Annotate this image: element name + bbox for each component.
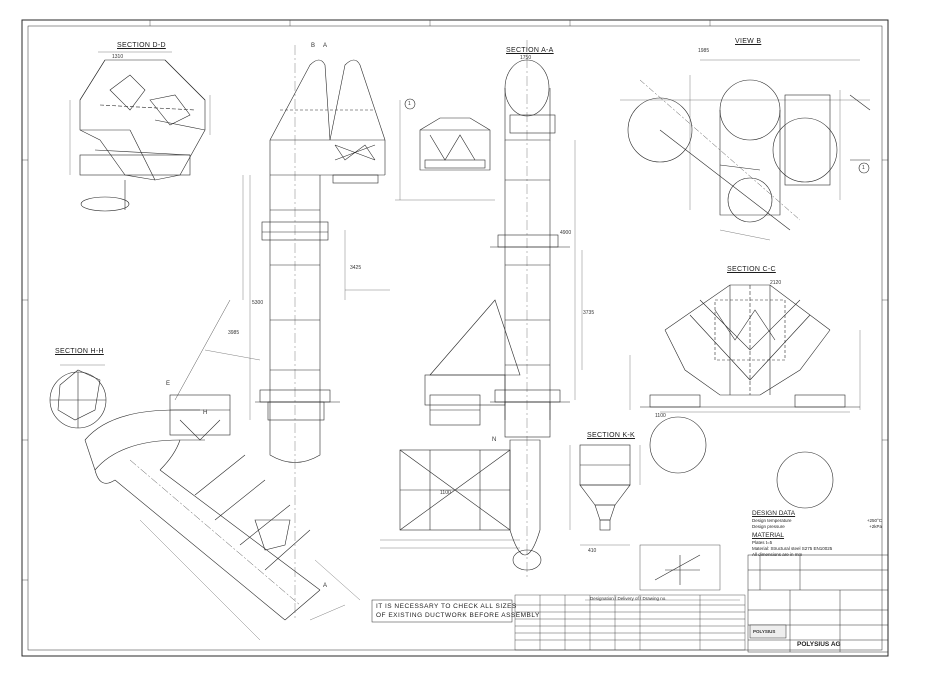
section-d-view [69,51,211,212]
dimension: 4900 [560,230,572,236]
item-bubble-1 [404,98,416,110]
material-line-2: Material: Structural steel S275 EN10025 [752,546,833,551]
design-data-block: DESIGN DATA Design temperature +250°C Des… [752,510,882,558]
dimension: 1100 [655,413,666,419]
dimension: 1750 [520,55,532,61]
drawing-inner-border [27,25,883,651]
section-h-view [49,364,107,429]
section-a-title: SECTION A-A [506,47,554,54]
design-pressure-value: +2kPa [869,524,882,529]
note-box [371,599,513,623]
section-k-title: SECTION K-K [587,432,636,439]
item-bubble-2 [858,162,870,174]
dimension: 410 [588,548,597,554]
material-line-1: Plates t=5 [752,540,773,545]
parts-table-header: Designation / Delivery of / Drawing no. [590,596,667,601]
material-heading: MATERIAL [752,532,785,539]
dimension: 5300 [252,300,264,306]
dimension: 1100 [440,490,451,496]
cut-marker-a: A [323,43,328,49]
section-d-title: SECTION D-D [117,42,166,49]
cut-marker-e: E [166,381,171,387]
assembly-note-line2: OF EXISTING DUCTWORK BEFORE ASSEMBLY [376,612,540,619]
dimension: 1310 [112,54,124,60]
assembly-note-line1: IT IS NECESSARY TO CHECK ALL SIZES [376,603,517,610]
cut-marker-h: H [203,410,208,416]
design-temp-value: +250°C [866,518,882,523]
duct-elevation-left [242,45,390,620]
title-block [747,554,889,653]
bubble-label-2: 1 [862,165,865,171]
cut-marker-n: N [492,437,497,443]
dimension: 3985 [228,330,240,336]
cut-marker-b: B [311,43,316,49]
diagonal-duct-elevation [84,299,361,641]
company-logo: POLYSIUS [753,629,776,634]
section-k-view [569,444,641,546]
hopper-elevation [380,299,542,571]
section-a-view [490,40,583,580]
design-temp-label: Design temperature [752,518,792,523]
cut-marker-a-lower: A [323,583,328,589]
section-detail-top [395,100,495,201]
design-pressure-label: Design pressure [752,524,785,529]
dimension: 2120 [770,280,782,286]
dimension: 3425 [350,265,362,271]
section-h-title: SECTION H-H [55,348,104,355]
dimension: 3735 [583,310,595,316]
design-data-heading: DESIGN DATA [752,510,796,517]
view-b-title: VIEW B [735,38,762,45]
view-b [620,59,871,241]
section-c-title: SECTION C-C [727,266,776,273]
section-c-view [629,284,861,509]
bubble-label-1: 1 [408,101,411,107]
drawing-border [21,19,889,657]
dimension: 1985 [698,48,710,54]
weld-detail [639,544,721,591]
material-line-3: All dimensions are in mm [752,552,803,557]
company-name: POLYSIUS AG [797,641,841,648]
parts-table [514,594,746,651]
